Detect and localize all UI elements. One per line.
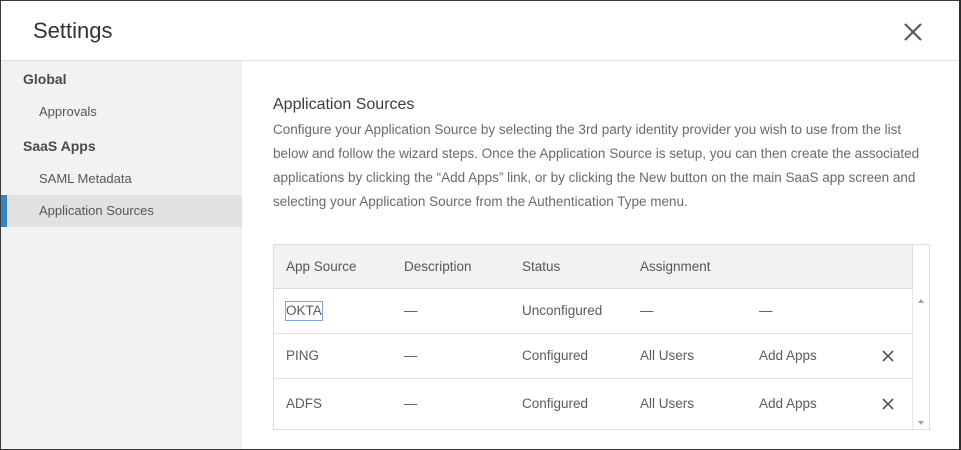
sidebar-item-application-sources[interactable]: Application Sources (1, 195, 242, 227)
add-apps-link-ping[interactable]: Add Apps (759, 348, 817, 363)
row-assignment: — (640, 303, 654, 318)
sidebar-group-global: Global (23, 71, 67, 87)
close-icon (904, 23, 922, 41)
sidebar-item-saml-metadata[interactable]: SAML Metadata (39, 171, 132, 186)
row-status: Configured (522, 348, 589, 363)
table-scrollbar[interactable] (912, 289, 929, 429)
add-apps-link-adfs[interactable]: Add Apps (759, 396, 817, 411)
assignment-link-ping[interactable]: All Users (640, 348, 695, 363)
table-header: App Source Description Status Assignment (274, 245, 912, 289)
close-icon (882, 350, 894, 362)
row-status: Unconfigured (522, 303, 603, 318)
column-header-app-source: App Source (286, 259, 357, 274)
caret-up-icon (918, 299, 924, 303)
column-header-status: Status (522, 259, 561, 274)
scroll-up-arrow[interactable] (916, 293, 926, 303)
sidebar-group-saas-apps: SaaS Apps (23, 138, 96, 154)
app-sources-table: App Source Description Status Assignment… (273, 244, 930, 430)
sidebar-item-approvals[interactable]: Approvals (39, 104, 97, 119)
row-description: — (404, 303, 418, 318)
scroll-down-arrow[interactable] (916, 415, 926, 425)
close-button[interactable] (903, 22, 923, 42)
app-source-link-adfs[interactable]: ADFS (286, 396, 323, 411)
table-row: OKTA — Unconfigured — — (274, 289, 912, 334)
app-source-link-okta[interactable]: OKTA (285, 301, 323, 321)
app-source-link-ping[interactable]: PING (286, 348, 320, 363)
assignment-link-adfs[interactable]: All Users (640, 396, 695, 411)
section-title: Application Sources (273, 96, 415, 113)
row-status: Configured (522, 396, 589, 411)
column-header-assignment: Assignment (640, 259, 711, 274)
section-description: Configure your Application Source by sel… (273, 122, 920, 209)
column-header-description: Description (404, 259, 472, 274)
delete-button-ping[interactable] (881, 349, 895, 363)
delete-button-adfs[interactable] (881, 397, 895, 411)
table-row: PING — Configured All Users Add Apps (274, 334, 912, 379)
row-action: — (759, 303, 773, 318)
caret-down-icon (918, 421, 924, 425)
main-content: Application Sources Configure your Appli… (242, 61, 959, 449)
close-icon (882, 398, 894, 410)
row-description: — (404, 396, 418, 411)
table-row: ADFS — Configured All Users Add Apps (274, 379, 912, 429)
dialog-title: Settings (33, 18, 113, 43)
row-description: — (404, 348, 418, 363)
dialog-header: Settings (1, 1, 959, 61)
settings-sidebar: Global Approvals SaaS Apps SAML Metadata… (1, 61, 242, 449)
table-header-corner (912, 245, 929, 289)
